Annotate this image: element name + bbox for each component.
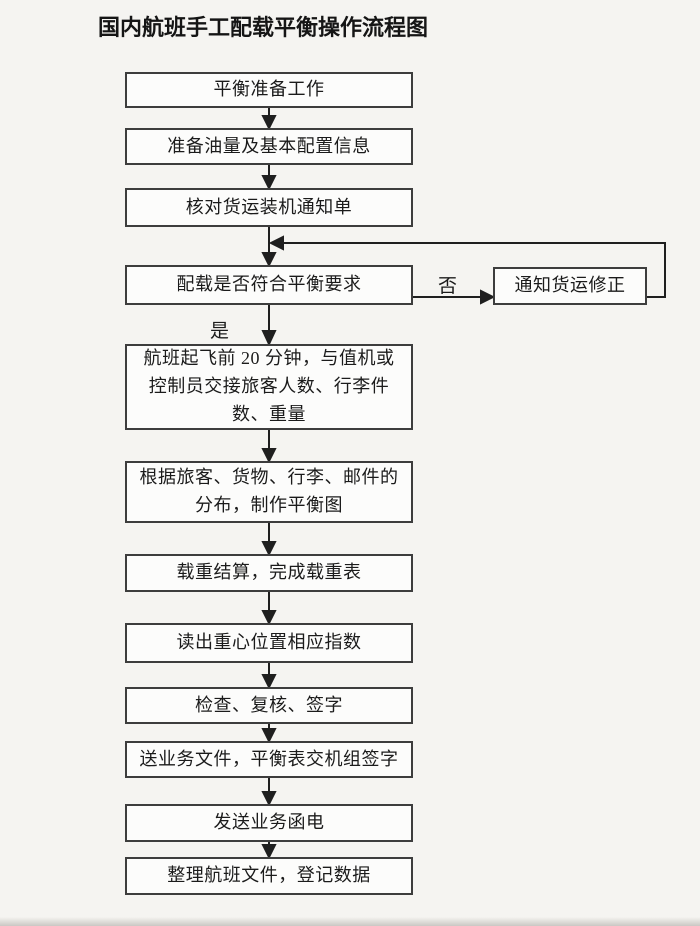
flow-step-archive-data: 整理航班文件，登记数据 bbox=[125, 857, 413, 895]
flow-step-notify-cargo-correction: 通知货运修正 bbox=[493, 267, 647, 305]
flow-step-deliver-documents: 送业务文件，平衡表交机组签字 bbox=[125, 741, 413, 778]
arrow-down-7 bbox=[261, 610, 277, 626]
arrow-down-2 bbox=[261, 175, 277, 191]
arrow-down-9 bbox=[261, 728, 277, 744]
feedback-arrow bbox=[268, 235, 666, 298]
arrow-down-4 bbox=[261, 330, 277, 347]
branch-label-no: 否 bbox=[438, 276, 458, 297]
flow-step-make-balance-chart: 根据旅客、货物、行李、邮件的分布，制作平衡图 bbox=[125, 461, 413, 523]
flow-step-check-cargo-notice: 核对货运装机通知单 bbox=[125, 188, 413, 227]
branch-label-yes: 是 bbox=[210, 321, 230, 342]
flow-step-send-telegram: 发送业务函电 bbox=[125, 804, 413, 842]
arrow-down-8 bbox=[261, 674, 277, 690]
arrow-down-1 bbox=[261, 115, 277, 131]
down-arrows bbox=[261, 108, 277, 860]
scan-artifact-bottom bbox=[0, 917, 700, 926]
arrow-right-no bbox=[480, 289, 496, 305]
flow-step-balance-preparation: 平衡准备工作 bbox=[125, 72, 413, 108]
flow-step-fuel-config-info: 准备油量及基本配置信息 bbox=[125, 128, 413, 165]
no-branch-arrow bbox=[413, 289, 496, 305]
arrow-down-11 bbox=[261, 844, 277, 860]
arrow-down-10 bbox=[261, 791, 277, 807]
flow-step-check-review-sign: 检查、复核、签字 bbox=[125, 687, 413, 724]
arrow-down-6 bbox=[261, 541, 277, 557]
flow-step-load-settlement: 载重结算，完成载重表 bbox=[125, 554, 413, 592]
flow-step-read-cg-index: 读出重心位置相应指数 bbox=[125, 623, 413, 663]
page-title: 国内航班手工配载平衡操作流程图 bbox=[98, 15, 429, 40]
arrow-down-3 bbox=[261, 252, 277, 268]
arrow-left-feedback bbox=[268, 235, 284, 251]
arrow-down-5 bbox=[261, 448, 277, 464]
flow-step-handover-passenger-data: 航班起飞前 20 分钟，与值机或控制员交接旅客人数、行李件数、重量 bbox=[125, 344, 413, 430]
flow-step-balance-decision: 配载是否符合平衡要求 bbox=[125, 265, 413, 305]
